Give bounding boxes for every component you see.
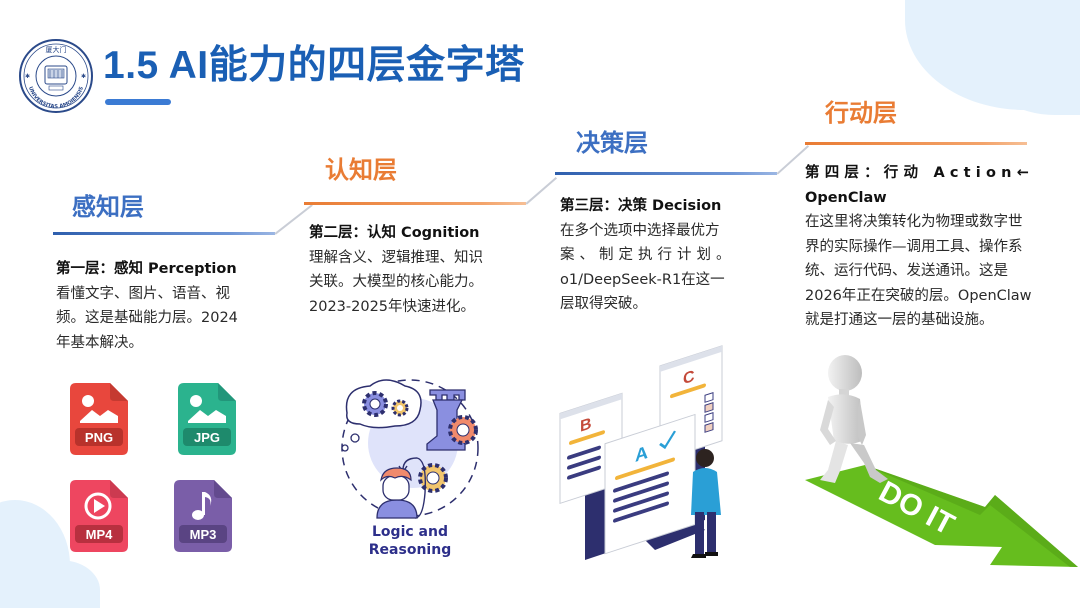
decorative-blob-bottom-left-inner bbox=[20, 560, 100, 608]
svg-text:厦大门: 厦大门 bbox=[46, 45, 67, 54]
layer2-line: 2023-2025年快速进化。 bbox=[309, 298, 476, 315]
layer2-line: 理解含义、逻辑推理、知识 bbox=[309, 249, 483, 266]
png-file-icon: PNG bbox=[70, 383, 128, 455]
layer4-description: 第四层：行动 Action← OpenClaw 在这里将决策转化为物理或数字世 … bbox=[805, 161, 1045, 333]
layer1-line: 年基本解决。 bbox=[56, 334, 143, 351]
layer1-header: 感知层 bbox=[72, 193, 144, 221]
layer4-line: 2026年正在突破的层。OpenClaw bbox=[805, 287, 1032, 304]
layer2-header: 认知层 bbox=[325, 156, 397, 184]
layer3-lead: 第三层：决策 Decision bbox=[560, 198, 722, 214]
layer1-line: 频。这是基础能力层。2024 bbox=[56, 310, 238, 326]
svg-text:✱: ✱ bbox=[25, 73, 30, 80]
layer4-line: 统、运行代码、发送通讯。这是 bbox=[805, 263, 1008, 279]
page-title: 1.5 AI能力的四层金字塔 bbox=[103, 44, 525, 87]
layer1-description: 第一层：感知 Perception 看懂文字、图片、语音、视 频。这是基础能力层… bbox=[56, 257, 256, 355]
layer2-description: 第二层：认知 Cognition 理解含义、逻辑推理、知识 关联。大模型的核心能… bbox=[309, 221, 509, 319]
layer4-header: 行动层 bbox=[825, 99, 897, 127]
svg-text:A: A bbox=[635, 441, 648, 466]
connector-1-2 bbox=[274, 204, 313, 235]
do-it-arrow-illustration: DO IT bbox=[805, 355, 1078, 567]
layer2-rule bbox=[304, 202, 526, 205]
university-seal-logo: 厦大门 ✱ ✱ UNIVERSITAS AMOIENSIS bbox=[19, 39, 93, 113]
layer3-line: o1/DeepSeek-R1在这一 bbox=[560, 271, 725, 288]
layer4-rule bbox=[805, 142, 1027, 145]
layer1-rule bbox=[53, 232, 275, 235]
layer3-rule bbox=[555, 172, 777, 175]
svg-text:JPG: JPG bbox=[194, 430, 220, 445]
layer2-lead: 第二层：认知 Cognition bbox=[309, 225, 480, 241]
layer4-line: 就是打通这一层的基础设施。 bbox=[805, 312, 994, 328]
svg-text:Reasoning: Reasoning bbox=[369, 542, 451, 558]
title-underline-accent bbox=[105, 99, 171, 105]
decision-options-illustration: B C A bbox=[559, 345, 723, 560]
layer1-line: 看懂文字、图片、语音、视 bbox=[56, 285, 230, 302]
svg-text:MP4: MP4 bbox=[86, 527, 114, 542]
connector-3-4 bbox=[776, 145, 809, 175]
layer4-lead-cont: OpenClaw bbox=[805, 189, 887, 206]
layer4-lead: 第四层：行动 Action← bbox=[805, 165, 1035, 181]
mp4-file-icon: MP4 bbox=[70, 480, 128, 552]
mp3-file-icon: MP3 bbox=[174, 480, 232, 552]
layer3-line: 层取得突破。 bbox=[560, 296, 647, 312]
connector-2-3 bbox=[525, 176, 557, 205]
layer3-description: 第三层：决策 Decision 在多个选项中选择最优方 案、制定执行计划。 o1… bbox=[560, 194, 750, 317]
layer4-line: 在这里将决策转化为物理或数字世 bbox=[805, 214, 1023, 230]
layer3-line: 在多个选项中选择最优方 bbox=[560, 222, 720, 239]
logic-reasoning-illustration: Logic and Reasoning bbox=[341, 379, 479, 558]
layer2-line: 关联。大模型的核心能力。 bbox=[309, 274, 483, 290]
svg-text:Logic and: Logic and bbox=[372, 524, 448, 540]
layer3-line: 案、制定执行计划。 bbox=[560, 247, 736, 263]
jpg-file-icon: JPG bbox=[178, 383, 236, 455]
svg-text:C: C bbox=[683, 367, 695, 388]
layer4-line: 界的实际操作—调用工具、操作系 bbox=[805, 238, 1023, 255]
svg-text:PNG: PNG bbox=[85, 430, 113, 445]
svg-text:✱: ✱ bbox=[81, 73, 86, 80]
svg-text:MP3: MP3 bbox=[190, 527, 217, 542]
layer1-lead: 第一层：感知 Perception bbox=[56, 261, 237, 277]
svg-text:B: B bbox=[580, 414, 592, 435]
layer3-header: 决策层 bbox=[576, 129, 648, 157]
